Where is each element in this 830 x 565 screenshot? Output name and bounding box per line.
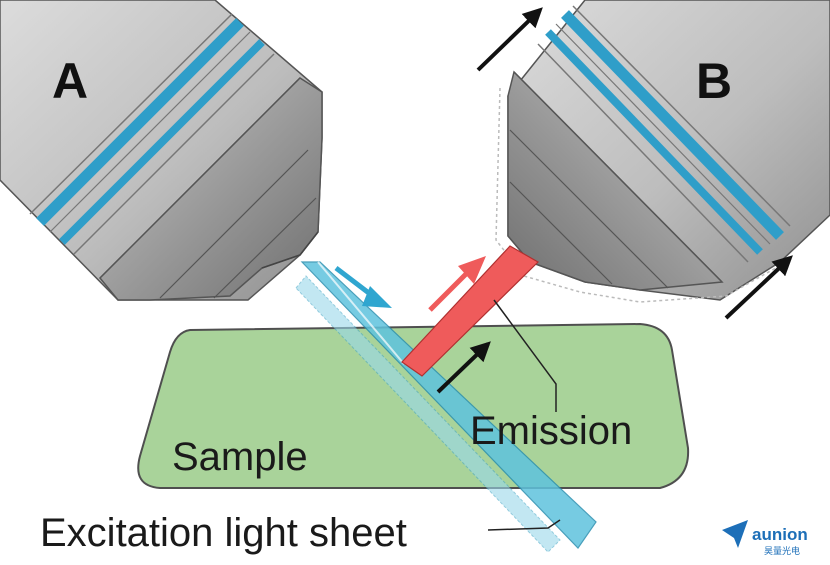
excitation-leader-line (487, 519, 561, 531)
objective-a (0, 0, 323, 301)
excitation-direction-arrow (334, 266, 392, 308)
emission-direction-arrow (428, 256, 486, 312)
emission-label: Emission (470, 409, 632, 453)
excitation-light-sheet (295, 261, 597, 553)
objective-a-label: A (52, 53, 88, 109)
objective-b-label: B (696, 53, 732, 109)
emission-beam (401, 245, 539, 377)
aunion-logo: aunion 昊量光电 (722, 520, 808, 556)
movement-arrow-center (436, 341, 491, 394)
paper-plane-icon (722, 520, 748, 548)
logo-subtitle: 昊量光电 (764, 545, 800, 556)
sample-label: Sample (172, 435, 308, 479)
movement-arrow-b (724, 255, 793, 320)
excitation-label: Excitation light sheet (40, 511, 407, 555)
objective-b (495, 0, 830, 303)
emission-leader-line (493, 299, 557, 412)
movement-arrow-a (476, 7, 543, 72)
logo-name: aunion (752, 525, 808, 544)
